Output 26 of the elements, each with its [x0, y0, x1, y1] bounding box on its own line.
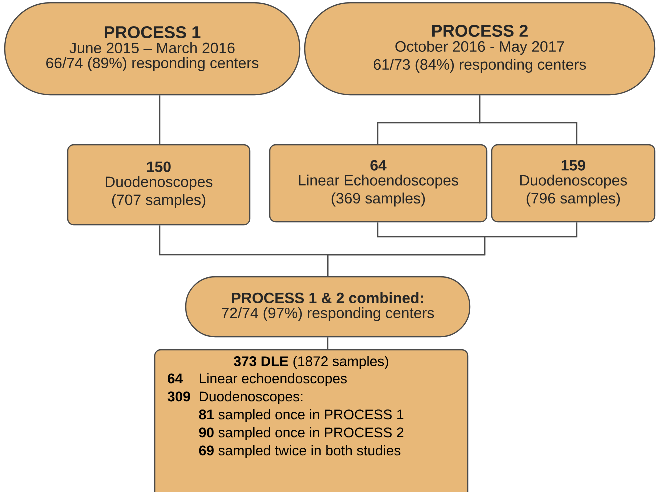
rounded-box [304, 2, 656, 96]
node-label: 309 [168, 392, 190, 402]
node-label: 81 sampled once in PROCESS 1 [199, 409, 404, 422]
rounded-box [185, 276, 471, 338]
rounded-box [4, 2, 301, 96]
connector-line [327, 338, 329, 350]
connector-line [327, 222, 578, 276]
node-label: 373 DLE (1872 samples) [234, 356, 388, 370]
node-label: 69 sampled twice in both studies [199, 445, 401, 458]
box-text: 150 Duodenoscopes (707 samples) [106, 162, 213, 208]
count-box [491, 144, 656, 223]
node-label: 64 [168, 374, 184, 384]
count-box [154, 349, 469, 492]
box-text: PROCESS 2 October 2016 - May 2017 61/73 (84%) responding centers [374, 25, 586, 73]
box-text: PROCESS 1 June 2015 – March 2016 66/74 (89%) responding centers [46, 26, 259, 72]
node-label: Linear echoendoscopes [200, 373, 347, 386]
count-box [269, 144, 488, 223]
node-label: 90 sampled once in PROCESS 2 [199, 427, 404, 440]
box-text: 64 Linear Echoendoscopes (369 samples) [299, 160, 458, 207]
connector-line [159, 96, 161, 144]
box-text: PROCESS 1 & 2 combined: 72/74 (97%) responding centers [222, 292, 434, 322]
box-text: 373 DLE (1872 samples) 64 Linear echoendoscopes 309 Duodenoscopes: 81 sampled once in PROCESS 1 90 sampled once in PROCESS 2 69 sampled twice in both studies [168, 356, 404, 458]
box-text: 159 Duodenoscopes (796 samples) [520, 160, 628, 207]
count-box [67, 144, 251, 226]
connector-line [479, 96, 578, 144]
node-label: Duodenoscopes: [200, 391, 303, 404]
